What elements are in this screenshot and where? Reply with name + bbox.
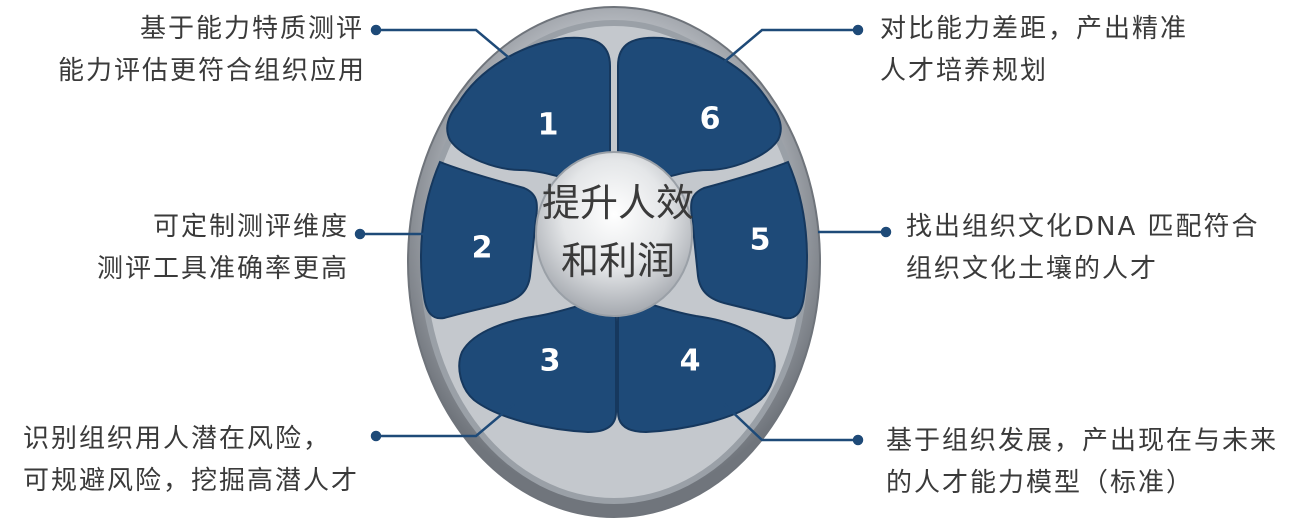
label-mid-right: 找出组织文化DNA 匹配符合 组织文化土壤的人才 xyxy=(906,206,1260,290)
connector-top-right xyxy=(723,28,858,63)
label-top-left-line2: 能力评估更符合组织应用 xyxy=(57,56,366,86)
center-text-line1: 提升人效 xyxy=(542,181,694,225)
connector-top-left xyxy=(376,28,515,63)
connector-dot-bottom-left xyxy=(370,430,382,442)
label-mid-right-line1: 找出组织文化DNA 匹配符合 xyxy=(906,212,1260,242)
label-bottom-left: 识别组织用人潜在风险， 可规避风险，挖掘高潜人才 xyxy=(23,418,359,502)
label-top-right-line2: 人才培养规划 xyxy=(880,56,1049,86)
segment-number-3: 3 xyxy=(540,344,561,379)
connector-dot-top-left xyxy=(370,24,382,36)
connector-dot-mid-left xyxy=(354,228,366,240)
label-top-right: 对比能力差距，产出精准 人才培养规划 xyxy=(880,8,1188,92)
label-top-left: 基于能力特质测评 能力评估更符合组织应用 xyxy=(58,8,364,92)
label-mid-left-line2: 测评工具准确率更高 xyxy=(96,254,349,284)
label-bottom-right-line1: 基于组织发展，产出现在与未来 xyxy=(886,426,1279,456)
center-hub xyxy=(535,151,693,317)
connectors xyxy=(354,24,892,446)
label-mid-left-line1: 可定制测评维度 xyxy=(152,212,349,242)
label-bottom-left-line1: 识别组织用人潜在风险， xyxy=(22,424,331,454)
label-top-right-line1: 对比能力差距，产出精准 xyxy=(880,14,1189,44)
wheel-segment-4 xyxy=(617,296,776,434)
segment-number-6: 6 xyxy=(700,102,721,137)
segment-number-5: 5 xyxy=(750,223,771,258)
wheel-segment-5 xyxy=(690,160,808,320)
connector-bottom-left xyxy=(376,403,515,438)
connector-bottom-right xyxy=(723,403,858,442)
connector-dot-mid-right xyxy=(880,226,892,238)
center-text-line2: 和利润 xyxy=(561,239,675,283)
segment-number-1: 1 xyxy=(538,108,559,143)
label-top-left-line1: 基于能力特质测评 xyxy=(139,14,364,44)
segment-number-2: 2 xyxy=(472,231,493,266)
label-mid-left: 可定制测评维度 测评工具准确率更高 xyxy=(97,206,349,290)
segment-number-4: 4 xyxy=(680,344,701,379)
connector-dot-bottom-right xyxy=(852,434,864,446)
segment-group: 1 6 2 5 3 4 xyxy=(420,36,808,434)
label-bottom-right: 基于组织发展，产出现在与未来 的人才能力模型（标准） xyxy=(886,420,1278,504)
connector-dot-top-right xyxy=(852,24,864,36)
wheel-segment-2 xyxy=(420,160,538,320)
label-mid-right-line2: 组织文化土壤的人才 xyxy=(906,254,1159,284)
label-bottom-right-line2: 的人才能力模型（标准） xyxy=(886,468,1195,498)
wheel-segment-3 xyxy=(458,296,617,434)
label-bottom-left-line2: 可规避风险，挖掘高潜人才 xyxy=(22,466,359,496)
